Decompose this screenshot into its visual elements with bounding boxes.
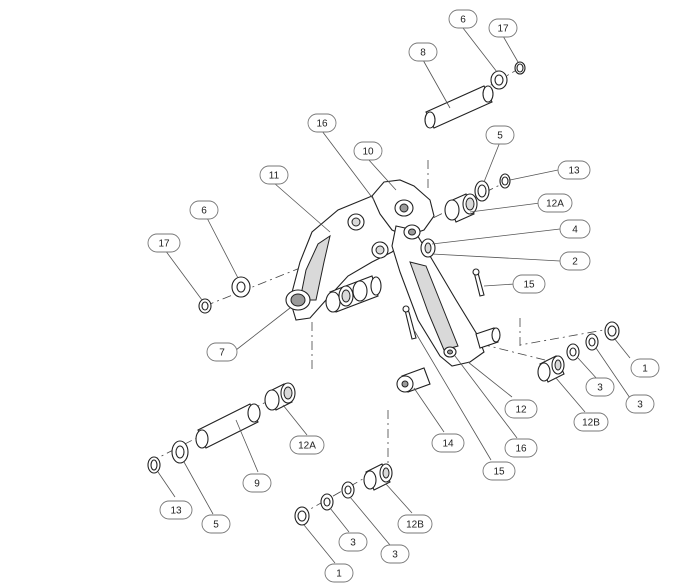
callout-1-bottom: 1 — [324, 563, 354, 583]
callout-8: 8 — [408, 42, 438, 62]
callout-3-right-a: 3 — [585, 377, 615, 397]
callout-12B-right: 12B — [573, 412, 609, 432]
callout-16-top: 16 — [307, 113, 337, 133]
svg-text:3: 3 — [597, 383, 603, 394]
svg-text:6: 6 — [201, 206, 207, 217]
callout-3-right-b: 3 — [625, 394, 655, 414]
callout-12A-top: 12A — [537, 193, 573, 213]
bottom-group — [294, 463, 393, 526]
callout-13-top: 13 — [557, 160, 591, 180]
callout-5-top: 5 — [485, 125, 515, 145]
svg-text:16: 16 — [316, 119, 328, 130]
svg-text:15: 15 — [493, 467, 505, 478]
svg-text:1: 1 — [642, 364, 648, 375]
callout-10: 10 — [353, 141, 383, 161]
callout-13-bottom: 13 — [159, 500, 193, 520]
svg-text:1: 1 — [336, 569, 342, 580]
svg-text:4: 4 — [572, 225, 578, 236]
svg-text:3: 3 — [637, 400, 643, 411]
callouts: 6 17 8 16 10 5 13 11 — [147, 9, 660, 583]
pin-8 — [425, 85, 493, 129]
callout-7: 7 — [206, 342, 238, 362]
callout-12B-bottom: 12B — [397, 514, 433, 534]
svg-text:16: 16 — [515, 444, 527, 455]
svg-text:7: 7 — [219, 348, 225, 359]
callout-12: 12 — [504, 399, 538, 419]
svg-text:17: 17 — [158, 239, 170, 250]
svg-text:13: 13 — [170, 506, 182, 517]
callout-17-top: 17 — [488, 18, 518, 38]
svg-text:6: 6 — [460, 15, 466, 26]
upper-right-group — [444, 173, 511, 223]
svg-text:12A: 12A — [298, 441, 316, 452]
callout-12A-bottom: 12A — [289, 435, 325, 455]
leader-lines — [157, 27, 631, 564]
callout-1-right: 1 — [630, 358, 660, 378]
svg-text:8: 8 — [420, 48, 426, 59]
callout-11: 11 — [259, 165, 289, 185]
svg-text:11: 11 — [269, 171, 280, 182]
callout-3-bottom-b: 3 — [380, 544, 410, 564]
svg-text:10: 10 — [362, 147, 374, 158]
svg-text:13: 13 — [568, 166, 580, 177]
svg-text:2: 2 — [572, 257, 578, 268]
callout-3-bottom-a: 3 — [338, 532, 368, 552]
link-assembly — [285, 179, 501, 393]
callout-16-bottom: 16 — [504, 438, 538, 458]
callout-2: 2 — [559, 251, 591, 271]
callout-5-bottom: 5 — [201, 514, 231, 534]
callout-15-bottom: 15 — [482, 461, 516, 481]
svg-text:12A: 12A — [546, 199, 564, 210]
lower-right-group — [537, 321, 620, 383]
callout-15-right: 15 — [512, 274, 546, 294]
svg-text:17: 17 — [497, 24, 509, 35]
top-pin-group — [424, 61, 526, 129]
callout-4: 4 — [559, 219, 591, 239]
lower-left-group — [147, 382, 296, 474]
svg-text:5: 5 — [213, 520, 219, 531]
svg-text:14: 14 — [442, 439, 454, 450]
svg-text:9: 9 — [254, 479, 260, 490]
svg-text:5: 5 — [497, 131, 503, 142]
svg-text:12B: 12B — [406, 520, 424, 531]
callout-17-left: 17 — [147, 233, 181, 253]
callout-14: 14 — [431, 433, 465, 453]
callout-6-top: 6 — [448, 9, 478, 29]
svg-text:3: 3 — [350, 538, 356, 549]
assembly-axes — [149, 67, 616, 516]
callout-9: 9 — [242, 473, 272, 493]
svg-text:12: 12 — [515, 405, 527, 416]
svg-text:15: 15 — [523, 280, 535, 291]
left-washer-group — [198, 276, 251, 314]
svg-text:12B: 12B — [582, 418, 600, 429]
svg-text:3: 3 — [392, 550, 398, 561]
callout-6-left: 6 — [189, 200, 219, 220]
